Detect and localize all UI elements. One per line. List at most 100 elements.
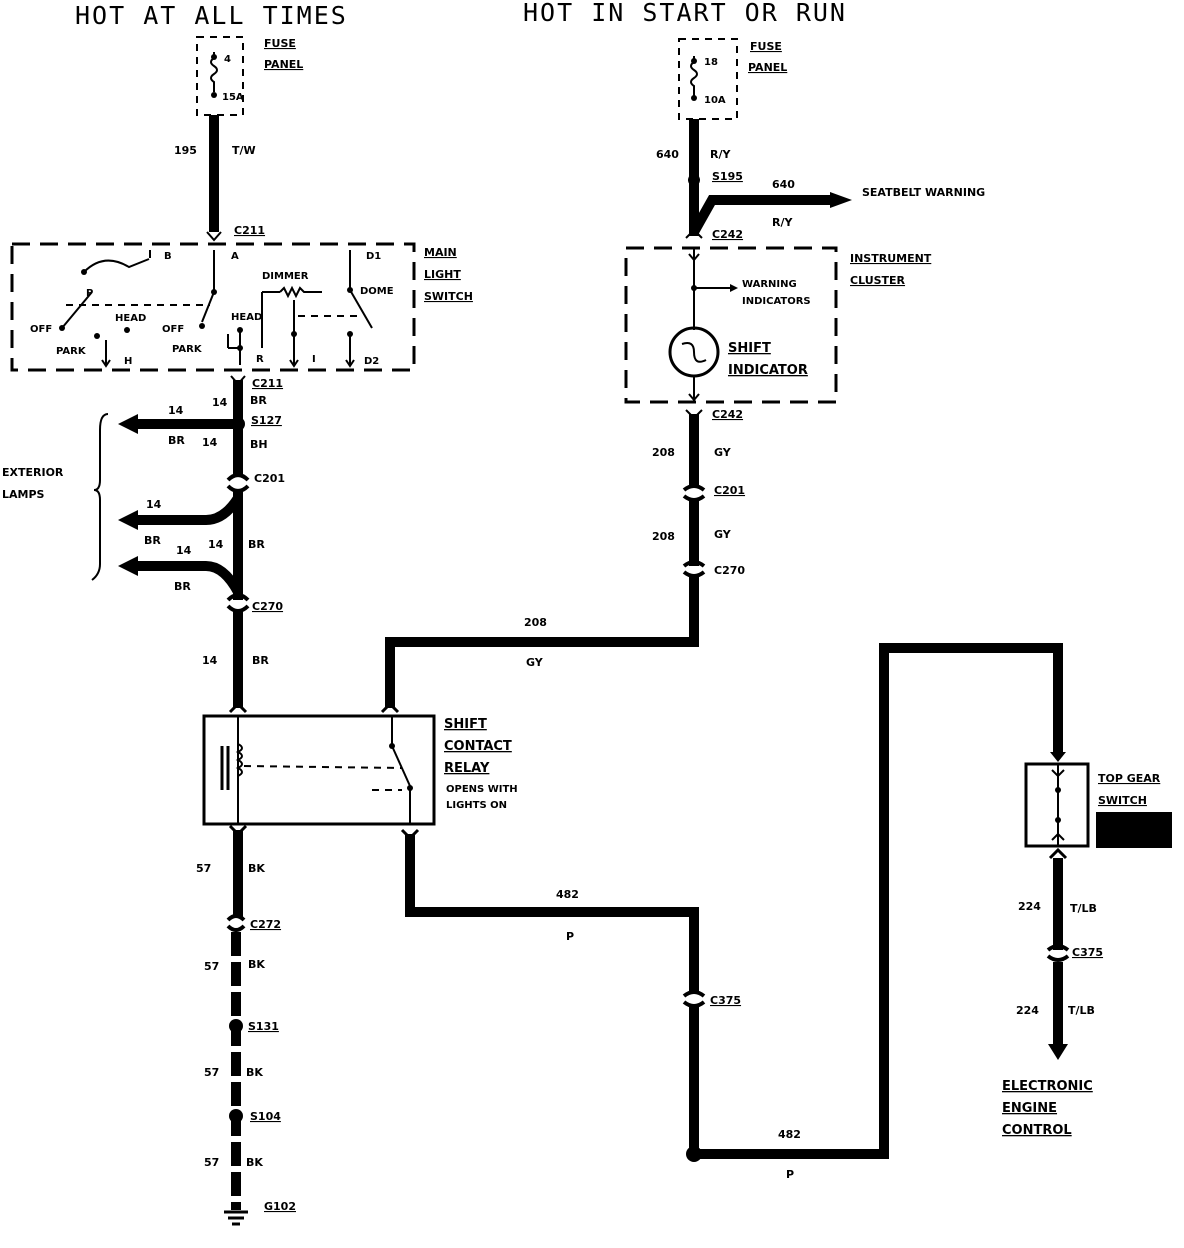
fuse-left-number: 4 [224, 54, 231, 65]
wire-14-c-circuit: 14 [208, 538, 224, 551]
wire-14-out3-circuit: 14 [176, 544, 192, 557]
fuse-left: 4 15A [196, 36, 244, 116]
wire-14-out1-circuit: 14 [168, 404, 184, 417]
connector-c211-bottom: C211 [252, 377, 283, 390]
msw-label-3: SWITCH [424, 290, 473, 303]
seatbelt-warning: SEATBELT WARNING [862, 186, 985, 199]
header-hot-at-all-times: HOT AT ALL TIMES [75, 1, 348, 30]
msw-pos-off-1: OFF [30, 324, 52, 335]
wire-57-a-circuit: 57 [196, 862, 211, 875]
exterior-lamps-line1: EXTERIOR [2, 466, 64, 479]
fuse-right: 18 10A [678, 38, 738, 120]
wire-640-branch-color: R/Y [772, 216, 793, 229]
wire-208-b-circuit: 208 [652, 530, 675, 543]
wire-14-out-3 [135, 561, 243, 595]
wire-14-a-circuit: 14 [212, 396, 228, 409]
msw-pos-park-1: PARK [56, 346, 87, 357]
top-gear-switch-label-2: SWITCH [1098, 794, 1147, 807]
msw-pos-head-2: HEAD [231, 312, 262, 323]
wire-640-circuit: 640 [656, 148, 679, 161]
instrument-cluster [624, 246, 838, 404]
wire-208-a-color: GY [714, 446, 732, 459]
wire-57-c-color: BK [246, 1066, 263, 1079]
top-gear-switch-label-1: TOP GEAR [1098, 772, 1161, 785]
connector-c270-left-symbol [226, 593, 250, 602]
wire-640-branch-circuit: 640 [772, 178, 795, 191]
splice-s131-label: S131 [248, 1020, 279, 1033]
wire-14-b-circuit: 14 [202, 436, 218, 449]
fuse-right-number: 18 [704, 57, 718, 68]
connector-c211-top: C211 [234, 224, 265, 237]
connector-c201-left-symbol [226, 473, 250, 482]
fuse-right-rating: 10A [704, 95, 726, 106]
splice-s104-label: S104 [250, 1110, 281, 1123]
wire-482-a-circuit: 482 [556, 888, 579, 901]
wire-14-out1-color: BR [168, 434, 185, 447]
msw-term-d2: D2 [364, 356, 379, 367]
relay-note-1: OPENS WITH [446, 784, 518, 795]
connector-c272-symbol [226, 914, 246, 922]
msw-pos-off-2: OFF [162, 324, 184, 335]
connector-c270-right-symbol [682, 560, 706, 568]
redacted-block [1096, 812, 1172, 848]
fuse-left-label-2: PANEL [264, 58, 303, 71]
splice-s195-label: S195 [712, 170, 743, 183]
relay-label-1: SHIFT [444, 717, 487, 732]
wire-57-d-circuit: 57 [204, 1156, 219, 1169]
wire-224-a-color: T/LB [1070, 902, 1097, 915]
wire-14-out-2 [135, 495, 243, 525]
instrument-cluster-label-2: CLUSTER [850, 274, 906, 287]
connector-c201-right: C201 [714, 484, 745, 497]
wire-208-a-circuit: 208 [652, 446, 675, 459]
connector-c272: C272 [250, 918, 281, 931]
arrow-lamp-3 [118, 556, 138, 576]
msw-term-r: R [256, 354, 264, 365]
wire-57-b-circuit: 57 [204, 960, 219, 973]
wire-195-color: T/W [232, 144, 256, 157]
eec-label-3: CONTROL [1002, 1123, 1072, 1138]
wire-224-a-circuit: 224 [1018, 900, 1041, 913]
wire-14-out3-color: BR [174, 580, 191, 593]
ground-g102: G102 [264, 1200, 296, 1213]
msw-pos-park-2: PARK [172, 344, 203, 355]
wire-57-d-color: BK [246, 1156, 263, 1169]
msw-pos-head-1: HEAD [115, 313, 146, 324]
msw-label-2: LIGHT [424, 268, 461, 281]
exterior-lamps-line2: LAMPS [2, 488, 45, 501]
connector-c270-left: C270 [252, 600, 283, 613]
connector-c375-right: C375 [1072, 946, 1103, 959]
splice-s127-label: S127 [251, 414, 282, 427]
wire-208-c [385, 576, 699, 708]
arrow-lamp-1 [118, 414, 138, 434]
connector-c201-left: C201 [254, 472, 285, 485]
fuse-right-label-2: PANEL [748, 61, 787, 74]
msw-pos-p: P [86, 288, 93, 299]
connector-c375-right-symbol [1046, 944, 1070, 952]
wire-208-c-color: GY [526, 656, 544, 669]
splice-482 [686, 1146, 702, 1162]
wire-224-b-circuit: 224 [1016, 1004, 1039, 1017]
main-light-switch [10, 242, 416, 372]
shift-contact-relay [202, 714, 436, 826]
wire-208-c-circuit: 208 [524, 616, 547, 629]
wire-640-color: R/Y [710, 148, 731, 161]
msw-label-1: MAIN [424, 246, 457, 259]
warning-indicators-1: WARNING [742, 279, 797, 290]
msw-term-h: H [124, 356, 132, 367]
shift-indicator-1: SHIFT [728, 341, 771, 356]
msw-dome: DOME [360, 286, 394, 297]
connector-c270-right: C270 [714, 564, 745, 577]
relay-note-2: LIGHTS ON [446, 800, 507, 811]
fuse-left-label-1: FUSE [264, 37, 296, 50]
arrow-seatbelt [830, 192, 852, 208]
splice-s131 [229, 1019, 243, 1033]
instrument-cluster-label-1: INSTRUMENT [850, 252, 932, 265]
msw-term-i: I [312, 354, 316, 365]
relay-label-2: CONTACT [444, 739, 512, 754]
wire-14-b-color: BH [250, 438, 268, 451]
wire-14-d-circuit: 14 [202, 654, 218, 667]
wire-224-b-color: T/LB [1068, 1004, 1095, 1017]
shift-indicator-2: INDICATOR [728, 363, 808, 378]
wire-14-a-color: BR [250, 394, 267, 407]
